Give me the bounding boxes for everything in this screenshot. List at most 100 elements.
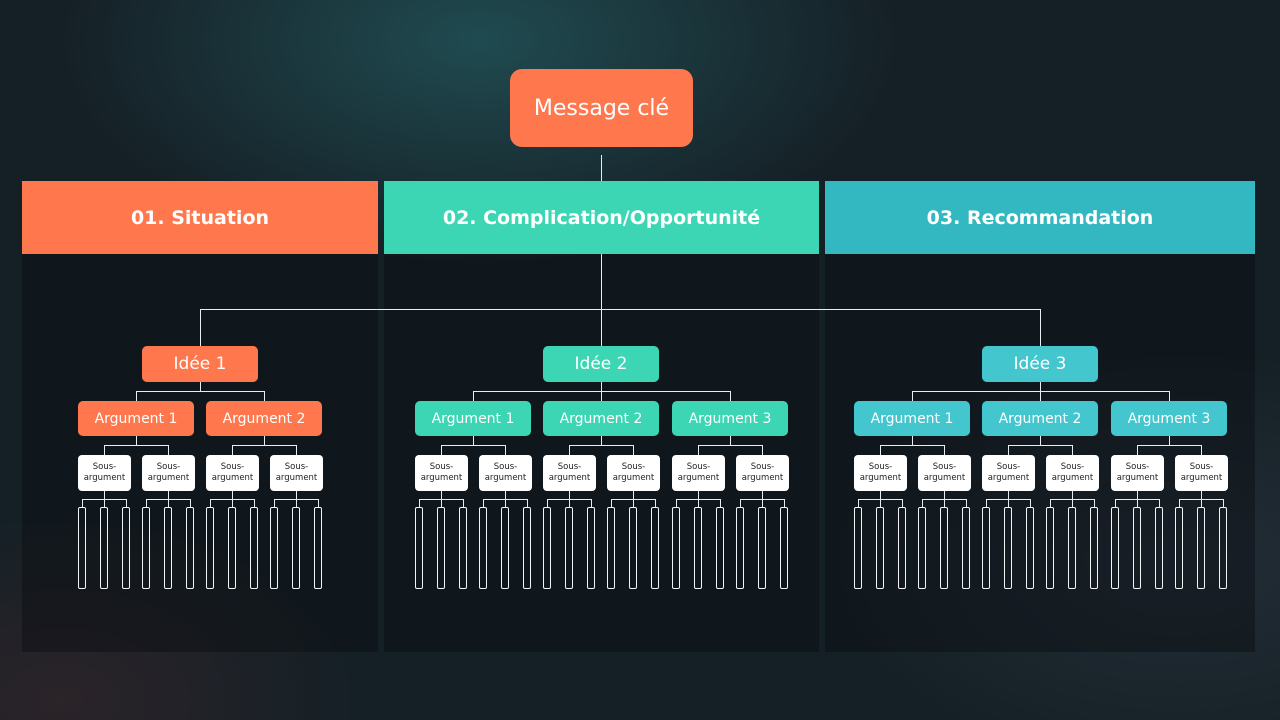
leaf-placeholder (228, 507, 236, 589)
connector-arg-drop (473, 391, 474, 401)
connector-leaf-drop (676, 499, 677, 507)
connector-leaf-drop (944, 499, 945, 507)
connector-sub-drop (633, 445, 634, 455)
connector-leaf-drop (1008, 499, 1009, 507)
connector-leaf-drop (1223, 499, 1224, 507)
connector-leaf-drop (858, 499, 859, 507)
leaf-placeholder (122, 507, 130, 589)
connector-sub-drop (104, 445, 105, 455)
connector-sub-drop (1008, 445, 1009, 455)
connector-header-to-ideas (601, 254, 602, 309)
connector-leaf-drop (784, 499, 785, 507)
sub-argument-box: Sous- argument (142, 455, 195, 491)
connector-leaf-drop (296, 499, 297, 507)
leaf-placeholder (437, 507, 445, 589)
leaf-placeholder (1111, 507, 1119, 589)
connector-subs-horizontal (698, 445, 762, 446)
connector-arg-stem (1040, 436, 1041, 445)
leaf-placeholder (415, 507, 423, 589)
argument-box: Argument 3 (672, 401, 788, 436)
connector-leaf-drop (655, 499, 656, 507)
connector-sub-drop (168, 445, 169, 455)
connector-leaf-drop (210, 499, 211, 507)
leaf-placeholder (672, 507, 680, 589)
idea-box: Idée 2 (543, 346, 659, 382)
leaf-placeholder (100, 507, 108, 589)
connector-leaf-drop (505, 499, 506, 507)
connector-leaf-drop (1115, 499, 1116, 507)
leaf-placeholder (142, 507, 150, 589)
connector-sub-stem (944, 491, 945, 499)
connector-leaf-drop (1030, 499, 1031, 507)
connector-leaf-drop (880, 499, 881, 507)
connector-subs-horizontal (104, 445, 168, 446)
connector-arg-stem (601, 436, 602, 445)
connector-leaf-drop (232, 499, 233, 507)
idea-box: Idée 3 (982, 346, 1098, 382)
leaf-placeholder (479, 507, 487, 589)
connector-sub-drop (441, 445, 442, 455)
connector-sub-drop (1137, 445, 1138, 455)
leaf-placeholder (523, 507, 531, 589)
leaf-placeholder (164, 507, 172, 589)
leaf-placeholder (1046, 507, 1054, 589)
connector-subs-horizontal (880, 445, 944, 446)
sub-argument-box: Sous- argument (270, 455, 323, 491)
connector-leaf-drop (1137, 499, 1138, 507)
connector-leaf-drop (698, 499, 699, 507)
connector-subs-horizontal (569, 445, 633, 446)
connector-leaf-drop (190, 499, 191, 507)
connector-arg-drop (912, 391, 913, 401)
connector-sub-stem (505, 491, 506, 499)
connector-leaf-drop (82, 499, 83, 507)
connector-sub-drop (944, 445, 945, 455)
connector-sub-stem (168, 491, 169, 499)
connector-leaf-drop (1072, 499, 1073, 507)
argument-box: Argument 2 (206, 401, 322, 436)
connector-sub-stem (633, 491, 634, 499)
leaf-placeholder (186, 507, 194, 589)
leaf-placeholder (854, 507, 862, 589)
leaf-placeholder (459, 507, 467, 589)
connector-leaf-drop (1094, 499, 1095, 507)
sub-argument-box: Sous- argument (415, 455, 468, 491)
connector-leaf-drop (547, 499, 548, 507)
connector-subs-horizontal (441, 445, 505, 446)
sub-argument-box: Sous- argument (206, 455, 259, 491)
connector-sub-stem (762, 491, 763, 499)
leaf-placeholder (501, 507, 509, 589)
connector-arg-drop (264, 391, 265, 401)
sub-argument-box: Sous- argument (1111, 455, 1164, 491)
connector-sub-drop (1201, 445, 1202, 455)
leaf-placeholder (694, 507, 702, 589)
connector-idea-2 (601, 309, 602, 346)
sub-argument-box: Sous- argument (543, 455, 596, 491)
leaf-placeholder (250, 507, 258, 589)
connector-leaf-drop (274, 499, 275, 507)
connector-leaf-drop (441, 499, 442, 507)
connector-leaf-drop (527, 499, 528, 507)
connector-arg-drop (1169, 391, 1170, 401)
connector-leaf-drop (720, 499, 721, 507)
argument-box: Argument 1 (415, 401, 531, 436)
leaf-placeholder (651, 507, 659, 589)
sub-argument-box: Sous- argument (672, 455, 725, 491)
connector-arg-stem (912, 436, 913, 445)
leaf-placeholder (716, 507, 724, 589)
connector-sub-stem (296, 491, 297, 499)
leaf-placeholder (876, 507, 884, 589)
leaf-placeholder (780, 507, 788, 589)
leaf-placeholder (314, 507, 322, 589)
connector-sub-drop (232, 445, 233, 455)
connector-sub-drop (1072, 445, 1073, 455)
leaf-placeholder (607, 507, 615, 589)
connector-idea-stem (601, 382, 602, 391)
connector-leaf-drop (1159, 499, 1160, 507)
sub-argument-box: Sous- argument (982, 455, 1035, 491)
connector-leaf-drop (740, 499, 741, 507)
argument-box: Argument 2 (543, 401, 659, 436)
connector-leaf-drop (254, 499, 255, 507)
connector-idea-3 (1040, 309, 1041, 346)
connector-leaf-drop (419, 499, 420, 507)
sub-argument-box: Sous- argument (736, 455, 789, 491)
